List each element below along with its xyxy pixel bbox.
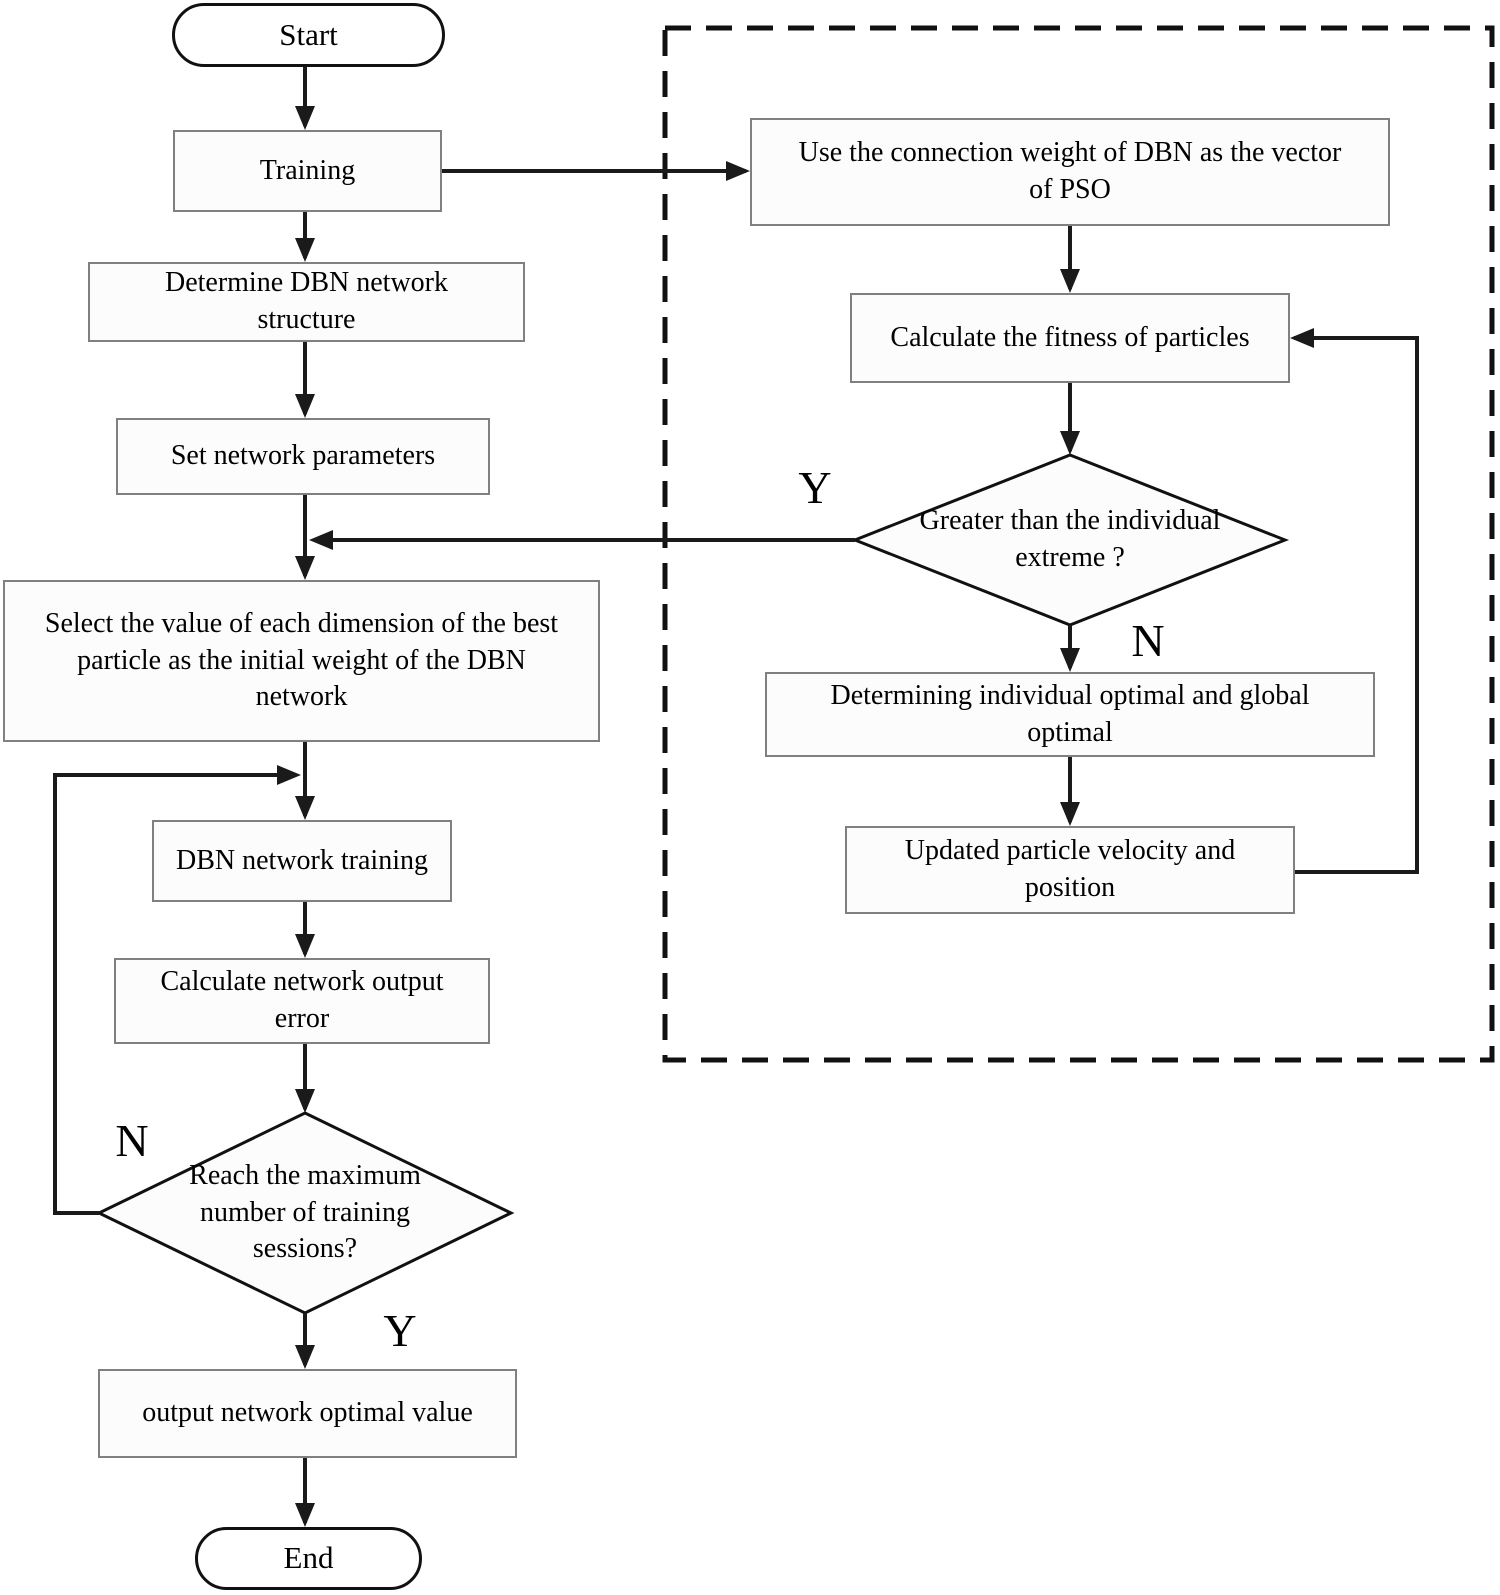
branch-label-no-right: N	[1131, 614, 1165, 666]
step-output-optimal-value: output network optimal value	[98, 1369, 517, 1458]
pso-dashed-boundary	[662, 25, 1495, 1063]
edge-optimal-to-update	[1060, 757, 1080, 826]
decision-reach-max-label: Reach the maximum number of training ses…	[189, 1159, 421, 1265]
edge-calcerror-to-diamond	[295, 1044, 315, 1113]
edge-select-to-dbntraining	[295, 742, 315, 820]
end-terminator: End	[195, 1527, 422, 1590]
step-dbn-network-training: DBN network training	[152, 820, 452, 902]
edge-dbntraining-to-calcerror	[295, 902, 315, 958]
edge-training-to-determine	[295, 212, 315, 262]
step-select-best-particle: Select the value of each dimension of th…	[3, 580, 600, 742]
edge-fitness-to-diamond	[1060, 383, 1080, 455]
step-use-connection-weight: Use the connection weight of DBN as the …	[750, 118, 1390, 226]
edge-output-to-end	[295, 1458, 315, 1527]
branch-label-no-left: N	[115, 1114, 149, 1166]
branch-label-yes-left: Y	[383, 1304, 417, 1356]
edge-start-to-training	[295, 67, 315, 130]
step-calculate-output-error: Calculate network output error	[114, 958, 490, 1044]
step-calculate-fitness: Calculate the fitness of particles	[850, 293, 1290, 383]
step-training: Training	[173, 130, 442, 212]
edge-training-to-useweight	[442, 161, 750, 181]
step-update-velocity-position: Updated particle velocity and position	[845, 826, 1295, 914]
edge-useweight-to-fitness	[1060, 226, 1080, 293]
edge-diamond-to-output	[295, 1313, 315, 1369]
step-determine-optimal: Determining individual optimal and globa…	[765, 672, 1375, 757]
step-set-network-parameters: Set network parameters	[116, 418, 490, 495]
step-determine-dbn-structure: Determine DBN network structure	[88, 262, 525, 342]
edge-setparams-to-select	[295, 495, 315, 580]
edge-no-diamond-to-optimal	[1060, 625, 1080, 672]
branch-label-yes-right: Y	[798, 461, 832, 513]
edge-yes-from-right-diamond	[309, 530, 855, 550]
decision-greater-extreme-label: Greater than the individual extreme ?	[919, 505, 1221, 573]
edge-no-loop-left-diamond	[53, 765, 301, 1215]
edge-determine-to-setparams	[295, 342, 315, 418]
edge-update-loop-to-fitness	[1290, 328, 1419, 874]
start-terminator: Start	[172, 3, 445, 67]
